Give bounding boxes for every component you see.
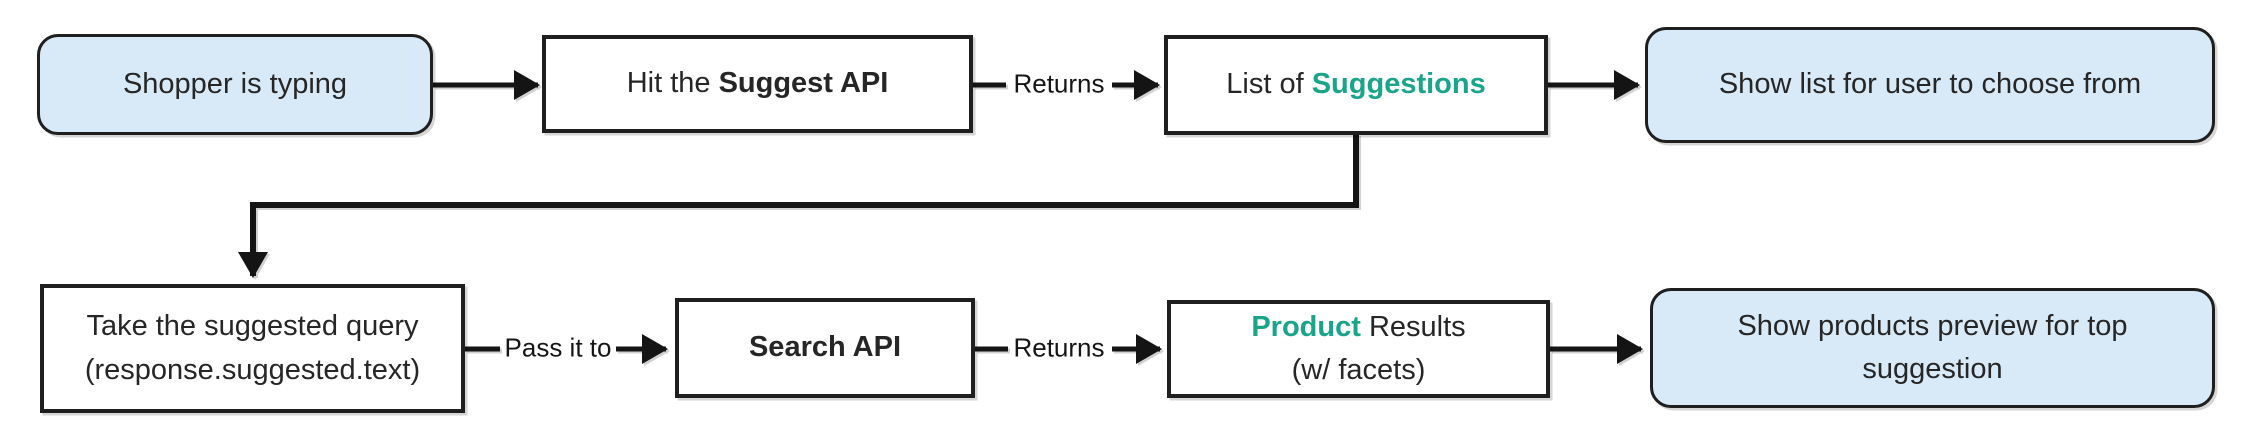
node-shopper-typing: Shopper is typing (37, 34, 433, 135)
node-label: Shopper is typing (122, 67, 348, 100)
node-show-products-preview: Show products preview for top suggestion (1650, 288, 2215, 408)
node-label: Show list for user to choose from (1718, 68, 2142, 101)
node-list-of-suggestions: List of Suggestions (1164, 35, 1548, 135)
edge-label-returns-2: Returns (1013, 332, 1105, 363)
node-show-list-for-user: Show list for user to choose from (1645, 27, 2215, 143)
node-label: Product Results (w/ facets) (1251, 310, 1466, 387)
elbow-arrow-suggestions-to-takequery (238, 134, 1359, 278)
edge-label-pass-it-to: Pass it to (504, 332, 612, 363)
node-search-api: Search API (675, 298, 975, 398)
node-hit-suggest-api: Hit the Suggest API (542, 35, 973, 133)
node-label: Take the suggested query (response.sugge… (84, 310, 421, 386)
node-label: Show products preview for top suggestion (1737, 309, 2128, 386)
node-label: Search API (748, 331, 902, 364)
node-take-suggested-query: Take the suggested query (response.sugge… (40, 284, 465, 413)
node-label: List of Suggestions (1226, 68, 1486, 101)
node-label: Hit the Suggest API (626, 67, 889, 100)
node-product-results: Product Results (w/ facets) (1167, 300, 1550, 398)
edge-label-returns-1: Returns (1013, 68, 1105, 99)
